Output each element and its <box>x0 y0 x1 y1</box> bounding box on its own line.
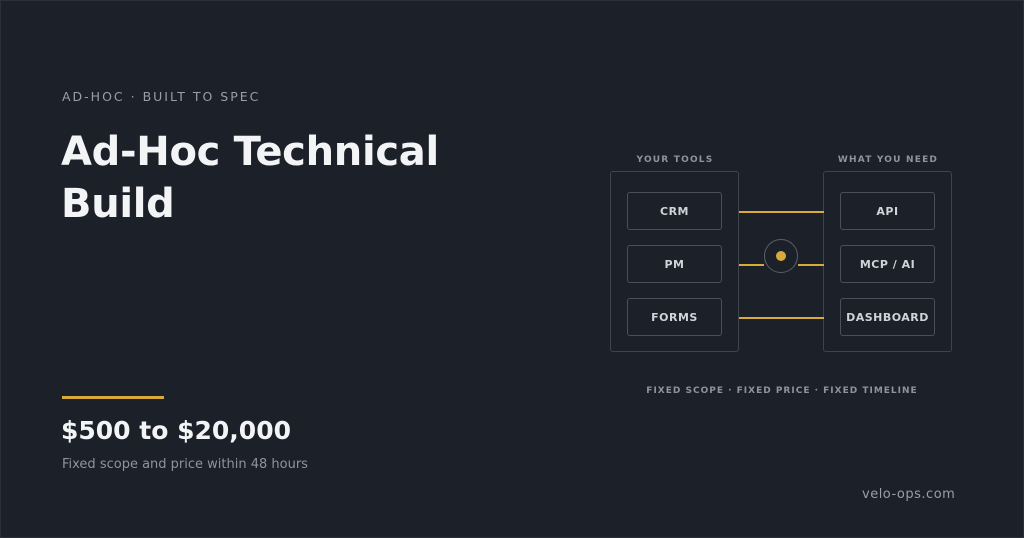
fixed-terms-label: FIXED SCOPE · FIXED PRICE · FIXED TIMELI… <box>646 386 918 396</box>
your-tools-label: YOUR TOOLS <box>636 155 714 165</box>
price-range: $500 to $20,000 <box>61 416 291 445</box>
connector-line-2b <box>798 264 824 266</box>
connector-line-2a <box>739 264 764 266</box>
what-you-need-label: WHAT YOU NEED <box>837 155 939 165</box>
accent-divider <box>62 396 164 399</box>
eyebrow-label: AD-HOC · BUILT TO SPEC <box>62 89 261 104</box>
hub-node <box>764 239 798 273</box>
domain-link[interactable]: velo-ops.com <box>862 487 956 502</box>
hub-dot-icon <box>776 251 786 261</box>
chip-forms: FORMS <box>627 298 722 336</box>
chip-api: API <box>840 192 935 230</box>
page-title: Ad-Hoc Technical Build <box>61 129 439 227</box>
price-subtitle: Fixed scope and price within 48 hours <box>62 457 308 472</box>
connector-line-3 <box>739 317 824 319</box>
your-tools-panel <box>610 171 739 352</box>
chip-mcp-ai: MCP / AI <box>840 245 935 283</box>
connector-line-1 <box>739 211 824 213</box>
chip-dashboard: DASHBOARD <box>840 298 935 336</box>
chip-crm: CRM <box>627 192 722 230</box>
what-you-need-panel <box>823 171 952 352</box>
chip-pm: PM <box>627 245 722 283</box>
